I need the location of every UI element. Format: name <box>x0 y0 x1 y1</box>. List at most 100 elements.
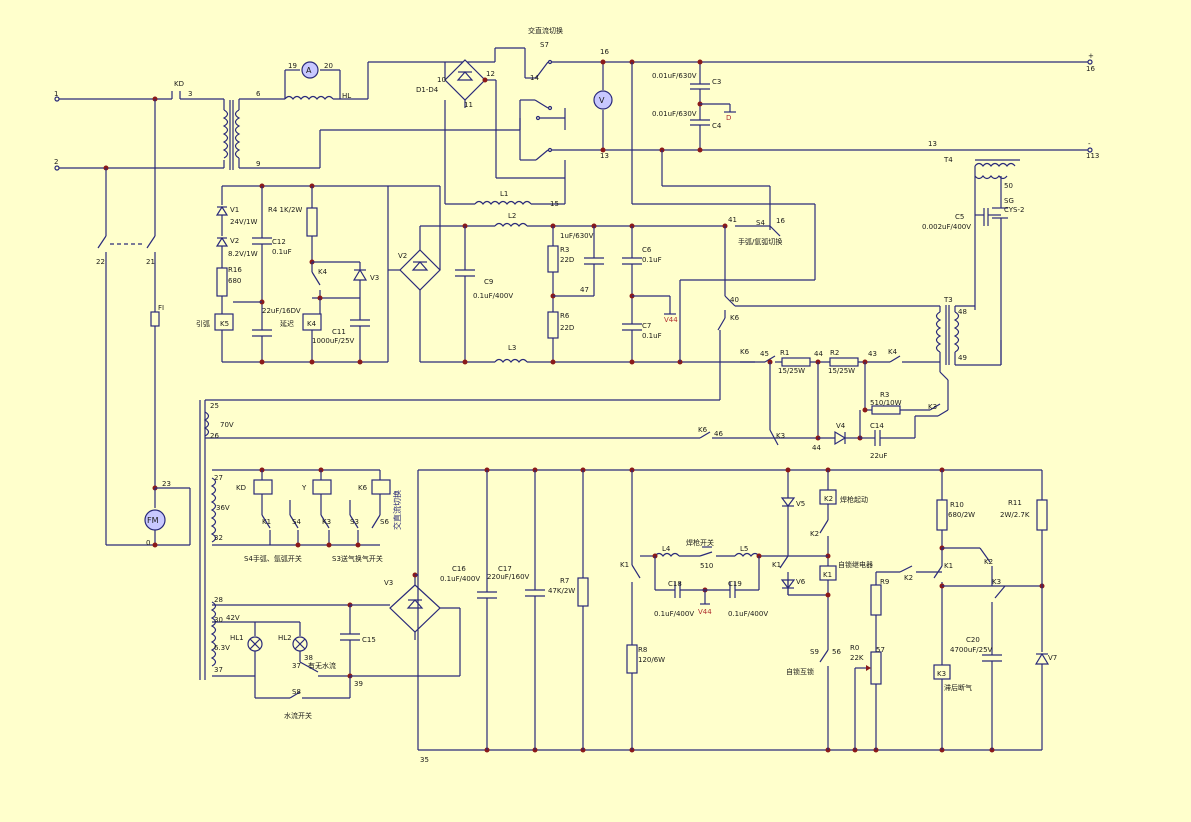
lbl-y-coil: Y <box>301 484 307 492</box>
lbl-t4: T4 <box>943 156 953 164</box>
lbl-r4: R4 1K/2W <box>268 206 302 214</box>
lbl-n30: 30 <box>214 616 223 624</box>
lbl-n13a: 13 <box>600 152 609 160</box>
lbl-n14: 14 <box>530 74 539 82</box>
lbl-hl: HL <box>342 92 351 100</box>
filter-section <box>387 185 815 365</box>
lbl-n15: 15 <box>550 200 559 208</box>
lbl-c20: C20 <box>966 636 980 644</box>
lbl-s9: S9 <box>810 648 819 656</box>
lbl-n44a: 44 <box>814 350 823 358</box>
lbl-r6-val: 22D <box>560 324 574 332</box>
lbl-c1u: 1uF/630V <box>560 232 594 240</box>
lbl-v2: V2 <box>230 237 239 245</box>
v70-line <box>203 340 1002 446</box>
lbl-n0: 0 <box>146 539 150 547</box>
lbl-c4: C4 <box>712 122 722 130</box>
lbl-c7-val: 0.1uF <box>642 332 662 340</box>
k6-s4-switches[interactable] <box>205 225 1001 401</box>
lbl-n43: 43 <box>868 350 877 358</box>
lbl-c3: C3 <box>712 78 721 86</box>
lower-bus <box>418 467 1042 753</box>
lbl-c12: C12 <box>272 238 286 246</box>
lbl-cy: CYS-2 <box>1004 206 1024 214</box>
lbl-c16-val: 0.1uF/400V <box>440 575 480 583</box>
lbl-n57: 57 <box>876 646 885 654</box>
lbl-c18: C18 <box>668 580 682 588</box>
lbl-voltmeter: V <box>599 96 605 105</box>
lbl-v1-val: 24V/1W <box>230 218 258 226</box>
torch-switch-section[interactable] <box>640 546 788 605</box>
relay-coils-36v <box>212 467 391 548</box>
lbl-torch-start: 焊枪起动 <box>840 495 868 504</box>
lbl-c11: C11 <box>332 328 346 336</box>
lbl-r3-val: 22D <box>560 256 574 264</box>
lbl-v44a: V44 <box>664 316 678 324</box>
lbl-n3: 3 <box>188 90 192 98</box>
lbl-c5-val: 0.002uF/400V <box>922 223 971 231</box>
lbl-n1: 1 <box>54 90 58 98</box>
lbl-arc: 引弧 <box>196 319 210 328</box>
fan-motor-chain <box>97 99 191 548</box>
lbl-n9: 9 <box>256 160 260 168</box>
lbl-s6: S6 <box>380 518 389 526</box>
lbl-n45: 45 <box>760 350 769 358</box>
lbl-n6: 6 <box>256 90 261 98</box>
lbl-torch-switch: 焊枪开关 <box>686 538 714 547</box>
lbl-n37b: 37 <box>292 662 301 670</box>
lbl-n28: 28 <box>214 596 223 604</box>
lbl-water-switch: 水流开关 <box>284 711 312 720</box>
lbl-l5: L5 <box>740 545 748 553</box>
lbl-s4b: S4 <box>292 518 301 526</box>
lbl-k4a: K4 <box>318 268 328 276</box>
lbl-c17-val: 220uF/160V <box>487 573 530 581</box>
lbl-v36: 36V <box>216 504 230 512</box>
lbl-manual: 手弧/氩弧切换 <box>738 237 782 246</box>
lbl-r11-val: 2W/2.7K <box>1000 511 1030 519</box>
lbl-c18-val: 0.1uF/400V <box>654 610 694 618</box>
lbl-k3b: K3 <box>776 432 785 440</box>
lbl-c3-val: 0.01uF/630V <box>652 72 697 80</box>
lbl-s8: S8 <box>292 688 301 696</box>
voltmeter-section <box>593 59 816 280</box>
lbl-v70: 70V <box>220 421 234 429</box>
lbl-c15: C15 <box>362 636 376 644</box>
lbl-ground: D <box>726 114 731 122</box>
lbl-vv2: V2 <box>398 252 407 260</box>
lbl-c14: C14 <box>870 422 884 430</box>
lbl-fi: FI <box>158 304 164 312</box>
lbl-n49: 49 <box>958 354 967 362</box>
lbl-n16a: 16 <box>600 48 609 56</box>
lbl-c4-val: 0.01uF/630V <box>652 110 697 118</box>
lbl-c9: C9 <box>484 278 493 286</box>
lbl-n32: 32 <box>214 534 223 542</box>
mains-input <box>54 91 320 171</box>
lbl-k2b: K2 <box>810 530 819 538</box>
voltmeter-icon <box>593 90 613 110</box>
lbl-k2a: K2 <box>824 495 833 503</box>
lbl-water-text: 有无水流 <box>308 661 336 670</box>
lbl-n11: 11 <box>464 101 473 109</box>
lbl-v4: V4 <box>836 422 846 430</box>
lbl-r11: R11 <box>1008 499 1022 507</box>
r9-r0-pot <box>854 565 942 750</box>
lbl-k6b: K6 <box>740 348 750 356</box>
lbl-r3: R3 <box>560 246 569 254</box>
lbl-n44b: 44 <box>812 444 821 452</box>
lbl-k1-coil: K1 <box>823 571 832 579</box>
s7-switch-group[interactable] <box>519 48 1093 161</box>
lbl-n16b: 16 <box>776 217 785 225</box>
lbl-r7: R7 <box>560 577 569 585</box>
lbl-r3b: R3 <box>880 391 889 399</box>
lbl-k3d: K3 <box>992 578 1001 586</box>
lbl-r3b-val: 510/10W <box>870 399 902 407</box>
lbl-c9-val: 0.1uF/400V <box>473 292 513 300</box>
lbl-r7-val: 47K/2W <box>548 587 575 595</box>
lbl-s7: S7 <box>540 41 549 49</box>
lbl-after-gas: 滞后断气 <box>944 683 972 692</box>
lbl-k6a: K6 <box>730 314 740 322</box>
lbl-acdc: 交直流切换 <box>528 26 563 35</box>
lbl-n22: 22 <box>96 258 105 266</box>
lbl-k1a: K1 <box>262 518 271 526</box>
